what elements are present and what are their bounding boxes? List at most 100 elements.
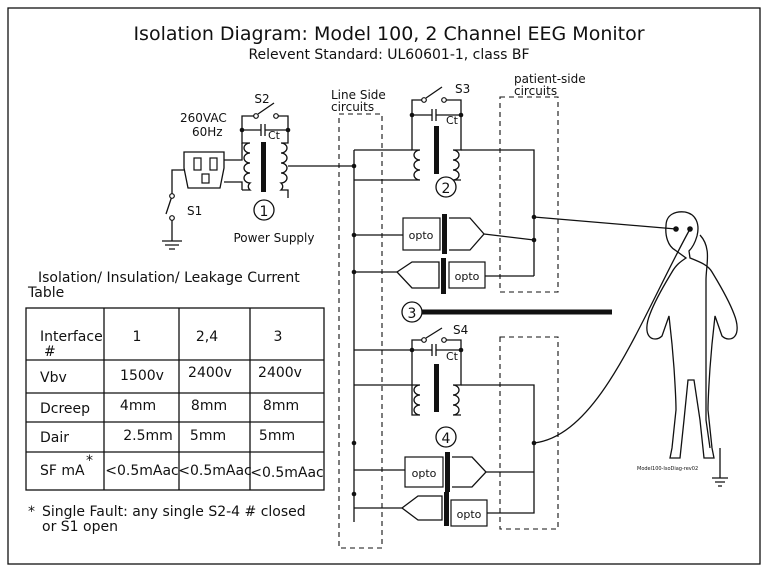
channel-2-isolation: S4 Ct 4 opto opto	[354, 323, 537, 527]
switch-s4-wire	[446, 339, 462, 350]
table-footnote-mark: *	[86, 453, 93, 469]
table-row-label: Dair	[40, 430, 69, 446]
dcdc1-primary-winding-icon	[411, 115, 421, 181]
opto-4-amplifier-icon	[400, 495, 443, 521]
table-cell: 5mm	[190, 428, 226, 444]
page-border	[7, 7, 761, 565]
capacitor-ct-icon	[431, 344, 437, 356]
capacitor-ct-label: Ct	[446, 114, 459, 127]
patient-side-boundary-ch2	[499, 336, 559, 530]
mains-wire	[224, 181, 243, 190]
opto-1-barrier-icon	[442, 214, 447, 254]
electrode-lead-1	[533, 216, 677, 230]
opto-3-amplifier-icon	[452, 456, 487, 488]
dcdc2-primary-winding-icon	[411, 350, 421, 416]
table-cell: <0.5mAac	[178, 463, 252, 479]
opto-3-block	[404, 456, 444, 488]
table-row-label: Dcreep	[40, 401, 90, 417]
line-side-label-1: Line Side	[331, 88, 386, 102]
line-side-label-2: circuits	[331, 100, 374, 114]
patient-side-boundary-ch1	[499, 96, 559, 293]
mains-wire	[224, 143, 243, 161]
opto-3-barrier-icon	[445, 452, 450, 492]
ground-symbol-icon	[162, 240, 182, 250]
opto-4-barrier-icon	[444, 492, 449, 526]
table-cell: 8mm	[263, 398, 299, 414]
power-supply-transformer: S2 Ct 1 Power Supply	[234, 92, 354, 245]
footnote-line-2: or S1 open	[42, 519, 118, 535]
opto-1-label: opto	[409, 229, 434, 242]
table-cell: 1500v	[120, 368, 164, 384]
connector-pin	[209, 157, 218, 171]
ground-symbol-icon	[712, 477, 728, 487]
switch-s3-icon	[425, 86, 443, 99]
switch-s3-wire	[446, 99, 462, 115]
opto-2-label: opto	[455, 270, 480, 283]
opto-1-block	[402, 217, 441, 251]
table-header-interface: Interface	[40, 329, 103, 345]
table-cell: 2400v	[188, 365, 232, 381]
table-title-line-2: Table	[27, 285, 64, 301]
table-cell: 8mm	[191, 398, 227, 414]
opto-3-label: opto	[412, 467, 437, 480]
footnote-mark: *	[28, 504, 35, 520]
dcdc2-core-icon	[434, 364, 439, 412]
line-side-boundary	[338, 113, 383, 549]
table-cell: 4mm	[120, 398, 156, 414]
opto-2-barrier-icon	[441, 258, 446, 294]
switch-s2-icon	[257, 102, 275, 115]
footnote-line-1: Single Fault: any single S2-4 # closed	[42, 504, 306, 520]
table-cell: <0.5mAac	[105, 463, 179, 479]
channel-2-rail	[461, 384, 535, 494]
table-cell: 5mm	[259, 428, 295, 444]
table-header-col-3: 3	[274, 329, 283, 345]
interface-2-number: 2	[442, 181, 451, 197]
opto-2-amplifier-icon	[396, 261, 440, 289]
table-cell: <0.5mAac	[250, 465, 324, 481]
table-row-label: SF mA	[40, 463, 85, 479]
capacitor-ct-label: Ct	[268, 129, 281, 142]
switch-s3-label: S3	[455, 82, 470, 96]
patient-body-icon	[646, 211, 738, 459]
opto-2-block	[448, 261, 486, 289]
dcdc1-core-icon	[434, 126, 439, 174]
switch-s2-wire	[241, 115, 254, 130]
interface-2-marker	[435, 176, 457, 198]
diagram-subtitle: Relevent Standard: UL60601-1, class BF	[248, 47, 529, 63]
iec-connector-icon	[183, 151, 225, 189]
line-side-region: Line Side circuits	[331, 88, 412, 549]
transformer-core-icon	[261, 142, 266, 192]
table-title-line-1: Isolation/ Insulation/ Leakage Current	[38, 270, 300, 286]
table-row-lines	[26, 359, 324, 453]
table-header-col-1: 1	[133, 329, 142, 345]
patient-side-label-1: patient-side	[514, 72, 586, 86]
switch-s2-wire	[278, 115, 289, 130]
capacitor-ct-icon	[431, 109, 437, 121]
dcdc1-secondary-winding-icon	[452, 115, 462, 181]
connector-pin	[201, 173, 210, 184]
switch-s4-icon	[425, 327, 443, 339]
dcdc2-secondary-winding-icon	[452, 350, 462, 416]
table-column-lines	[103, 308, 251, 490]
channel-1-rail	[461, 149, 535, 276]
opto-1-amplifier-icon	[449, 217, 485, 251]
table-cell: 2.5mm	[123, 428, 173, 444]
interface-1-number: 1	[260, 204, 269, 220]
supply-frequency-label: 60Hz	[192, 125, 223, 139]
opto-wire	[487, 494, 535, 514]
channel-1-isolation: S3 Ct 2 opto opto	[354, 82, 537, 294]
switch-s4-wire	[411, 339, 422, 350]
switch-s2-label: S2	[254, 92, 269, 106]
capacitor-ct-icon	[260, 124, 266, 136]
patient-side-region: patient-side circuits	[499, 72, 586, 530]
switch-s1-icon	[165, 195, 173, 215]
ground-wire	[171, 169, 184, 196]
switch-s4-label: S4	[453, 323, 468, 337]
table-header-col-2: 2,4	[196, 329, 218, 345]
electrode-lead-2	[533, 228, 691, 444]
opto-wire	[483, 233, 535, 241]
patient-side-label-2: circuits	[514, 84, 557, 98]
supply-voltage-label: 260VAC	[180, 111, 227, 125]
interface-3-number: 3	[408, 306, 417, 322]
